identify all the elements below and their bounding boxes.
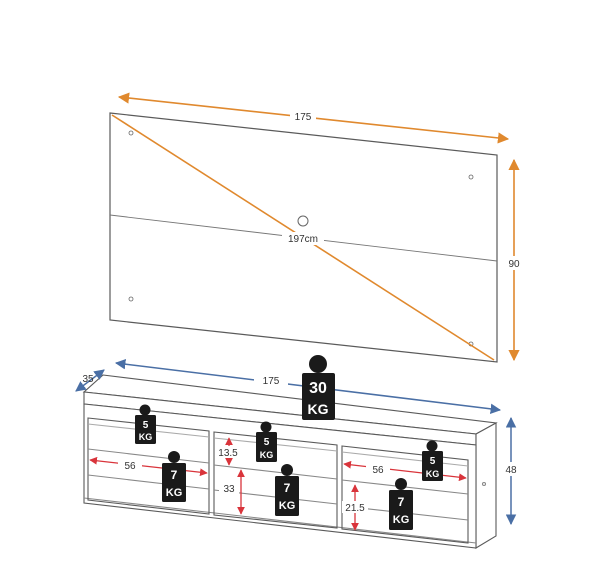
panel-height-label: 90 (508, 259, 520, 270)
rack-niche-center (213, 431, 338, 529)
weight-tag-right-shelf-number: 7 (398, 495, 405, 509)
weight-tag-right-drawer-unit: KG (426, 469, 440, 479)
weight-tag-center-shelf-number: 7 (284, 481, 291, 495)
panel-screw-hole (128, 296, 134, 302)
tv-panel: 197cm 175 90 (109, 92, 524, 363)
rack-dimensions: 35 175 48 56 56 13.5 33 21.5 (75, 358, 521, 531)
weight-tag-center-shelf: 7 KG (275, 464, 299, 516)
weight-tag-left-shelf-number: 7 (171, 468, 178, 482)
rack-right-side (475, 422, 497, 549)
weight-tag-center-drawer: 5 KG (256, 421, 277, 462)
weight-tag-left-drawer: 5 KG (135, 404, 156, 444)
weight-tag-right-drawer-number: 5 (430, 456, 436, 467)
weight-tag-left-drawer-number: 5 (143, 420, 149, 431)
niche-right-width-label: 56 (372, 465, 384, 476)
weight-tag-center-drawer-unit: KG (260, 450, 274, 460)
rack-depth-label: 35 (82, 374, 94, 385)
panel-screw-hole (468, 174, 474, 180)
niche-left-width-arrow (89, 456, 208, 477)
weight-tag-left-drawer-unit: KG (139, 432, 153, 442)
weight-tag-top-unit: KG (308, 401, 329, 417)
weight-tag-center-drawer-number: 5 (264, 437, 270, 448)
weight-tag-top: 30 KG (302, 355, 335, 420)
rack-height-label: 48 (505, 465, 517, 476)
niche-right-lower-height-label: 21.5 (345, 503, 365, 514)
panel-cable-hole (297, 215, 309, 227)
weight-tag-right-shelf: 7 KG (389, 478, 413, 530)
weight-tag-left-shelf-unit: KG (166, 487, 183, 499)
niche-right-width-arrow (343, 460, 467, 482)
weight-tag-right-drawer: 5 KG (422, 440, 443, 481)
rack-width-label: 175 (263, 376, 280, 387)
niche-left-width-label: 56 (124, 461, 136, 472)
rack-depth-arrow (75, 369, 105, 392)
weight-tag-right-shelf-unit: KG (393, 514, 410, 526)
weight-tag-center-shelf-unit: KG (279, 500, 296, 512)
weight-tag-top-number: 30 (309, 380, 327, 397)
weight-tag-left-shelf: 7 KG (162, 451, 186, 502)
rack-niche-left (87, 417, 210, 515)
panel-diagonal-label: 197cm (288, 234, 318, 245)
panel-width-label: 175 (295, 112, 312, 123)
niche-center-lower-height-label: 33 (223, 484, 235, 495)
niche-center-upper-height-label: 13.5 (218, 448, 238, 459)
